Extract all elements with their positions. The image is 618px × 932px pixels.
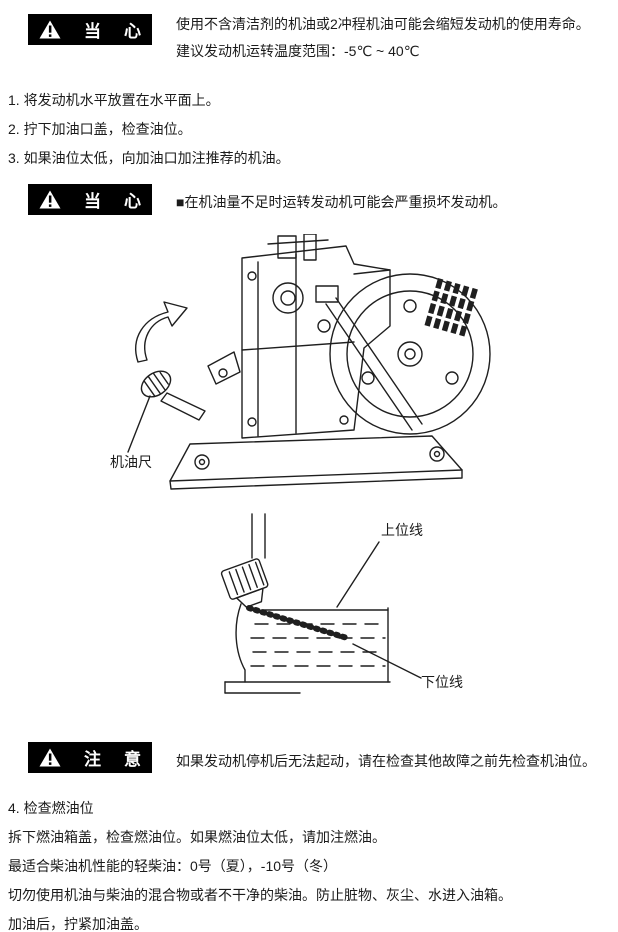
rotate-arrow <box>135 301 188 363</box>
engine-block <box>241 234 423 439</box>
cooling-fins <box>424 278 478 337</box>
caution1-line1: 使用不含清洁剂的机油或2冲程机油可能会缩短发动机的使用寿命。 <box>176 16 590 32</box>
upper-pointer-line <box>336 541 380 608</box>
step-1: 1. 将发动机水平放置在水平面上。 <box>8 92 220 108</box>
step-3: 3. 如果油位太低，向加油口加注推荐的机油。 <box>8 150 290 166</box>
dipstick-rod <box>246 605 350 641</box>
dipstick-knob <box>220 558 269 608</box>
notice-header: 注 意 <box>28 742 152 773</box>
fuel-line-5: 加油后，拧紧加油盖。 <box>8 916 148 932</box>
dipstick-assembly <box>135 301 241 421</box>
oil-dashes <box>250 623 386 667</box>
flywheel <box>329 273 491 435</box>
notice-line: 如果发动机停机后无法起动，请在检查其他故障之前先检查机油位。 <box>176 753 596 769</box>
lower-pointer-line <box>352 643 422 679</box>
oil-level-figure: 上位线 下位线 <box>195 512 495 720</box>
notice-word-1: 注 <box>84 750 101 769</box>
caution2-line: ■在机油量不足时运转发动机可能会严重损坏发动机。 <box>176 194 507 210</box>
caution2-text: ■在机油量不足时运转发动机可能会严重损坏发动机。 <box>176 189 614 216</box>
engine-base <box>169 435 463 490</box>
warning-triangle-icon <box>39 20 61 39</box>
notice-text: 如果发动机停机后无法起动，请在检查其他故障之前先检查机油位。 <box>176 748 614 775</box>
warning-triangle-icon <box>39 190 61 209</box>
step-2: 2. 拧下加油口盖，检查油位。 <box>8 121 192 137</box>
caution1-text: 使用不含清洁剂的机油或2冲程机油可能会缩短发动机的使用寿命。 建议发动机运转温度… <box>176 11 614 65</box>
engine-illustration <box>127 234 491 490</box>
warning-triangle-icon <box>39 748 61 767</box>
filler-tube <box>251 513 266 559</box>
caution-word-2: 心 <box>124 192 141 211</box>
caution1-line2: 建议发动机运转温度范围：-5℃ ~ 40℃ <box>176 43 420 59</box>
tank-wall <box>235 603 246 683</box>
caution-word-1: 当 <box>84 192 101 211</box>
caution-word-2: 心 <box>124 22 141 41</box>
upper-level-label: 上位线 <box>381 522 423 538</box>
caption-pointer-line <box>127 395 151 453</box>
lower-level-label: 下位线 <box>421 674 463 690</box>
dipstick-caption: 机油尺 <box>110 454 152 470</box>
fuel-line-3: 最适合柴油机性能的轻柴油：0号（夏），-10号（冬） <box>8 858 338 874</box>
fuel-check-section: 4. 检查燃油位 拆下燃油箱盖，检查燃油位。如果燃油位太低，请加注燃油。 最适合… <box>8 794 612 932</box>
caution-header-1: 当 心 <box>28 14 152 45</box>
engine-figure: 机油尺 <box>92 234 516 500</box>
fuel-line-2: 拆下燃油箱盖，检查燃油位。如果燃油位太低，请加注燃油。 <box>8 829 386 845</box>
fuel-line-4: 切勿使用机油与柴油的混合物或者不干净的柴油。防止脏物、灰尘、水进入油箱。 <box>8 887 512 903</box>
oil-check-steps: 1. 将发动机水平放置在水平面上。 2. 拧下加油口盖，检查油位。 3. 如果油… <box>8 86 290 173</box>
notice-word-2: 意 <box>124 750 141 769</box>
caution-header-2: 当 心 <box>28 184 152 215</box>
fuel-section-title: 4. 检查燃油位 <box>8 800 94 816</box>
caution-word-1: 当 <box>84 22 101 41</box>
oil-level-illustration <box>220 513 422 694</box>
